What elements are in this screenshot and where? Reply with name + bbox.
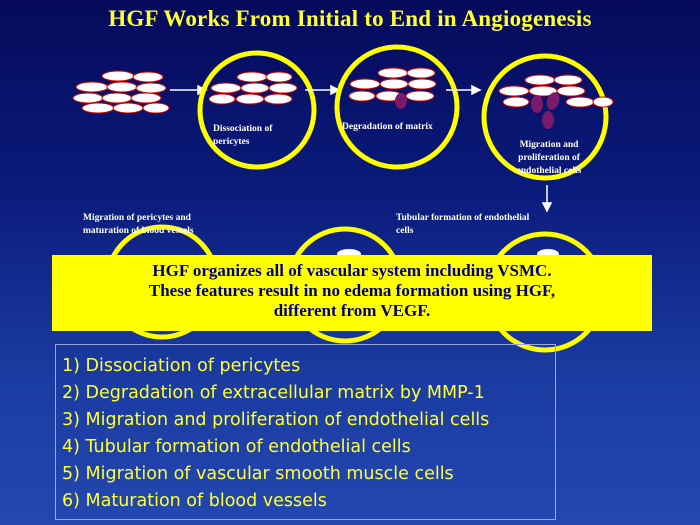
list-item: 1) Dissociation of pericytes [62, 356, 301, 376]
label-degradation: Degradation of matrix [342, 122, 433, 132]
steps-list: 1) Dissociation of pericytes 2) Degradat… [55, 344, 556, 520]
label-migration-pericytes: Migration of pericytes and maturation of… [83, 213, 194, 236]
stage-circle-degradation [334, 44, 460, 170]
arrow-3 [446, 84, 482, 96]
list-item: 2) Degradation of extracellular matrix b… [62, 383, 485, 403]
label-tubular: Tubular formation of endothelial cells [396, 213, 530, 236]
degrading-cell [395, 93, 407, 109]
arrow-2 [305, 84, 341, 96]
cell-cluster-degradation [348, 67, 437, 102]
migrating-cells [531, 92, 560, 129]
cell-cluster-initial [72, 70, 170, 114]
cell-cluster-dissociation [208, 71, 298, 105]
banner-line-2: These features result in no edema format… [148, 281, 556, 300]
slide-title: HGF Works From Initial to End in Angioge… [108, 6, 592, 31]
label-migration-proliferation: Migration and proliferation of endotheli… [516, 140, 582, 176]
banner-line-1: HGF organizes all of vascular system inc… [152, 261, 552, 280]
label-dissociation: Dissociation of pericytes [213, 124, 273, 147]
list-item: 4) Tubular formation of endothelial cell… [62, 437, 411, 457]
list-item: 6) Maturation of blood vessels [62, 491, 327, 511]
stage-circle-migration [481, 53, 609, 181]
list-item: 3) Migration and proliferation of endoth… [62, 410, 490, 430]
banner-line-3: different from VEGF. [273, 301, 431, 320]
key-message-banner: HGF organizes all of vascular system inc… [52, 255, 652, 331]
stage-circle-dissociation [197, 50, 317, 170]
cell-cluster-migration [498, 74, 614, 108]
list-item: 5) Migration of vascular smooth muscle c… [62, 464, 454, 484]
arrow-down [541, 185, 553, 213]
